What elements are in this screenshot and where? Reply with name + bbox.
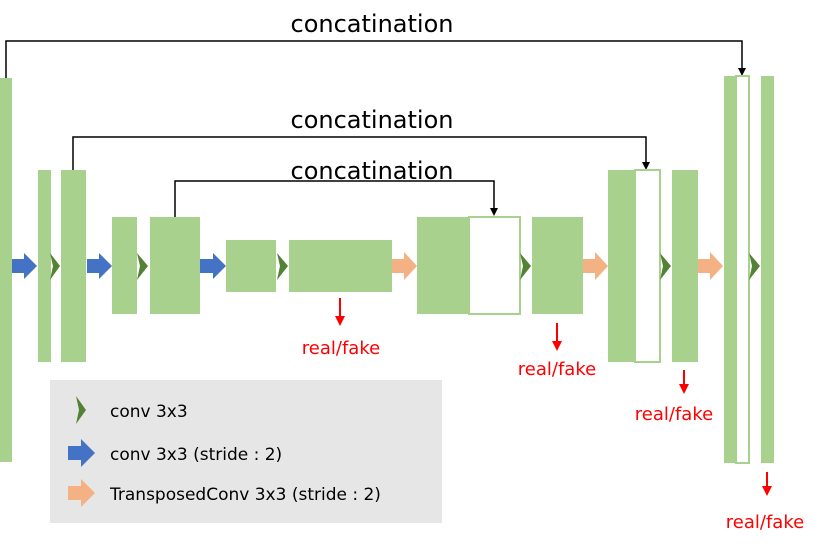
red-down-arrow-icon [762,472,772,496]
output-label-final: real/fake [726,512,804,533]
decoder-block-2 [532,217,583,314]
decoder-block-1 [417,217,469,314]
legend-conv-label: conv 3x3 [110,402,188,422]
encoder-block-4 [112,217,137,314]
blue-block-arrow-icon [87,253,112,279]
concat-connector-mid [72,136,650,170]
legend-conv-stride-label: conv 3x3 (stride : 2) [110,445,282,465]
green-chevron-arrow-icon [137,253,148,280]
legend-transposed-label: TransposedConv 3x3 (stride : 2) [109,485,381,505]
red-down-arrow-icon [679,370,689,394]
concat-connector-inner [174,180,498,217]
concat-label-top: concatination [291,10,454,38]
red-down-arrow-icon [335,298,345,326]
decoder-block-5 [724,76,736,463]
peach-block-arrow-icon [698,252,723,280]
red-down-arrow-icon [552,323,562,351]
legend: conv 3x3 conv 3x3 (stride : 2) Transpose… [50,380,442,523]
bottleneck-block-2 [289,240,392,292]
concat-label-mid: concatination [291,106,454,134]
peach-block-arrow-icon [583,252,608,280]
green-chevron-arrow-icon [660,253,671,280]
blue-block-arrow-icon [12,253,37,279]
output-label-decoder-2: real/fake [518,359,596,380]
decoder-concat-empty-2 [634,169,661,363]
concat-connector-top [5,40,746,78]
green-chevron-arrow-icon [277,253,288,280]
decoder-concat-empty-1 [468,216,521,315]
green-chevron-arrow-icon [520,253,531,280]
decoder-block-6 [761,76,774,463]
green-chevron-arrow-icon [76,396,86,424]
encoder-block-5 [150,217,200,314]
decoder-concat-empty-3 [735,75,750,464]
decoder-block-4 [672,170,698,362]
green-chevron-arrow-icon [50,253,60,280]
bottleneck-block-1 [226,240,276,292]
legend-background [50,380,442,523]
encoder-block-1 [0,78,12,462]
blue-block-arrow-icon [68,439,95,467]
encoder-block-3 [61,170,86,362]
output-label-bottleneck: real/fake [302,338,380,359]
peach-block-arrow-icon [68,479,95,507]
concat-label-inner: concatination [291,157,454,185]
blue-block-arrow-icon [200,253,226,279]
encoder-block-2 [38,170,51,362]
output-label-decoder-4: real/fake [635,404,713,425]
peach-block-arrow-icon [392,252,417,280]
green-chevron-arrow-icon [749,253,760,280]
decoder-block-3 [608,170,635,362]
